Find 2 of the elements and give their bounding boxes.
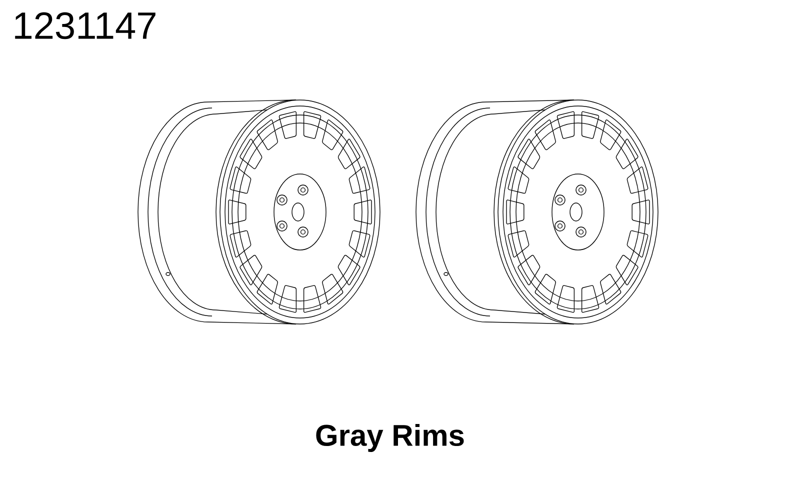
caption: Gray Rims: [316, 424, 464, 452]
part-number: 1231147: [15, 12, 156, 40]
